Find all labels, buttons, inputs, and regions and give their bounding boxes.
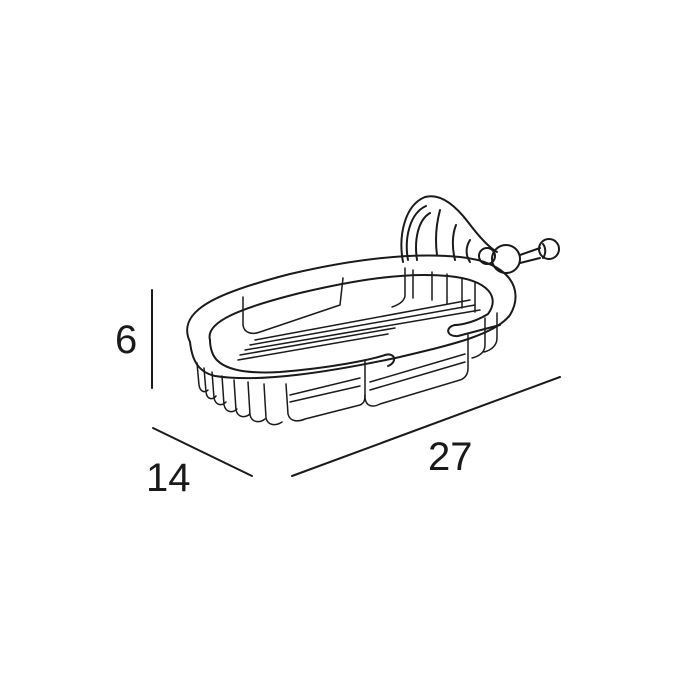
basket-back-wires-icon [242,267,476,335]
basket-front-wires-icon [196,312,498,426]
basket-floor-wires-icon [237,299,481,361]
basket-rim-icon [186,254,517,380]
depth-dimension-line [152,427,253,477]
width-dimension-label: 27 [428,435,473,479]
height-dimension-label: 6 [115,318,138,362]
depth-dimension-label: 14 [146,456,191,500]
width-dimension-line [291,376,561,477]
